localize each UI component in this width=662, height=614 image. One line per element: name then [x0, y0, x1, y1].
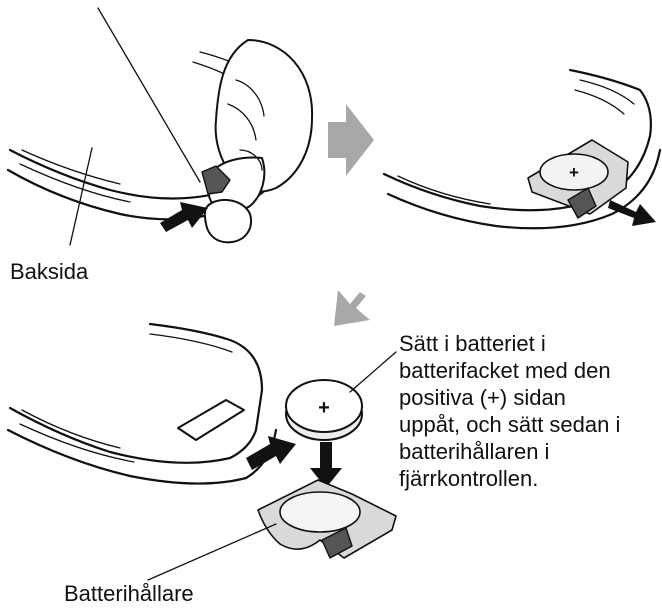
back-side-leader-line	[69, 147, 93, 246]
back-side-label: Baksida	[10, 259, 89, 284]
battery-plus-symbol: +	[318, 397, 330, 419]
step-arrow-1	[328, 104, 374, 176]
battery-holder-step3	[257, 479, 397, 559]
pull-arrow-step2	[608, 200, 656, 226]
battery-holder-step2	[527, 139, 629, 219]
insert-arrow	[246, 436, 296, 470]
drop-arrow	[310, 442, 342, 488]
instruction-text: Sätt i batteriet i batterifacket med den…	[399, 331, 621, 491]
coin-battery	[285, 379, 363, 441]
battery-plus-symbol-step2: +	[569, 163, 579, 182]
pointer-line	[97, 7, 201, 183]
battery-holder-label: Batterihållare	[64, 581, 194, 606]
push-arrow-step1	[160, 202, 208, 232]
hand-illustration	[203, 39, 314, 244]
release-tab	[201, 165, 231, 195]
remote-control-step3	[6, 322, 278, 485]
step-arrow-2	[334, 290, 370, 326]
instruction-leader-line	[349, 351, 397, 393]
holder-leader-line	[147, 523, 277, 581]
